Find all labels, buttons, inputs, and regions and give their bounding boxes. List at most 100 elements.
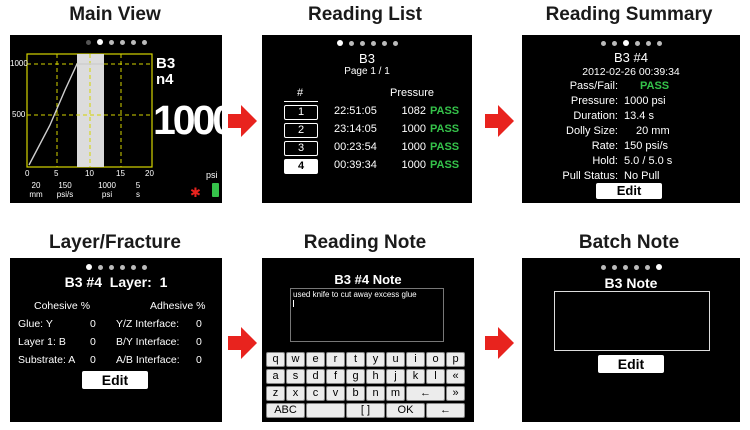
table-row[interactable]: 1 22:51:05 1082 PASS — [262, 105, 472, 121]
summary-hold: Hold:5.0 / 5.0 s — [592, 155, 673, 167]
cohesive-label: Substrate: A — [18, 354, 76, 366]
note-textarea[interactable]: used knife to cut away excess glue — [290, 288, 444, 342]
edit-button[interactable]: Edit — [596, 183, 662, 199]
key[interactable]: a — [266, 369, 285, 384]
title-main-view: Main View — [69, 4, 161, 25]
pressure-chart — [26, 53, 153, 168]
summary-heading: B3 #4 — [614, 50, 648, 65]
key[interactable]: d — [306, 369, 325, 384]
reading-time: 00:39:34 — [334, 159, 377, 171]
key[interactable]: f — [326, 369, 345, 384]
note-text: used knife to cut away excess glue — [293, 290, 417, 299]
cohesive-header: Cohesive % — [34, 300, 91, 312]
batch-note-textarea[interactable] — [554, 291, 710, 351]
key[interactable]: i — [406, 352, 425, 367]
key[interactable]: p — [446, 352, 465, 367]
y-tick-500: 500 — [12, 110, 26, 119]
y-tick-1000: 1000 — [10, 59, 28, 68]
adhesive-value[interactable]: 0 — [196, 336, 202, 348]
title-reading-summary: Reading Summary — [545, 4, 713, 25]
title-layer-fracture: Layer/Fracture — [48, 232, 181, 253]
cohesive-label: Layer 1: B — [18, 336, 66, 348]
reading-number: n4 — [156, 71, 174, 88]
reading-pressure: 1000 — [401, 141, 426, 153]
pressure-curve — [28, 63, 104, 166]
key[interactable]: ← — [406, 386, 445, 401]
adhesive-header: Adhesive % — [150, 300, 206, 312]
cohesive-label: Glue: Y — [18, 318, 53, 330]
cohesive-value[interactable]: 0 — [90, 318, 96, 330]
ok-key[interactable]: OK — [386, 403, 425, 418]
key[interactable]: h — [366, 369, 385, 384]
key[interactable]: « — [446, 369, 465, 384]
keyboard: q w e r t y u i o p a s d f g h j k l « … — [262, 352, 474, 422]
x-tick-20: 20 — [145, 169, 154, 178]
key[interactable]: w — [286, 352, 305, 367]
key[interactable]: r — [326, 352, 345, 367]
key[interactable]: y — [366, 352, 385, 367]
adhesive-label: Y/Z Interface: — [116, 318, 180, 330]
key[interactable]: q — [266, 352, 285, 367]
title-reading-list: Reading List — [307, 4, 422, 25]
batch-note-heading: B3 Note — [604, 275, 658, 291]
col-underline — [284, 101, 318, 102]
key[interactable]: g — [346, 369, 365, 384]
backspace-key[interactable]: ← — [426, 403, 465, 418]
pressure-value: 1000 — [153, 97, 222, 143]
reading-number-button[interactable]: 1 — [284, 105, 318, 120]
adhesive-value[interactable]: 0 — [196, 354, 202, 366]
key[interactable]: u — [386, 352, 405, 367]
adhesive-value[interactable]: 0 — [196, 318, 202, 330]
key[interactable]: b — [346, 386, 365, 401]
cohesive-value[interactable]: 0 — [90, 354, 96, 366]
reading-number-button[interactable]: 3 — [284, 141, 318, 156]
key[interactable]: x — [286, 386, 305, 401]
x-tick-5: 5 — [54, 169, 59, 178]
key[interactable]: m — [386, 386, 405, 401]
summary-pressure: Pressure:1000 psi — [570, 95, 666, 107]
table-row[interactable]: 3 00:23:54 1000 PASS — [262, 141, 472, 157]
key[interactable]: e — [306, 352, 325, 367]
text-cursor — [293, 300, 294, 307]
key[interactable]: z — [266, 386, 285, 401]
key[interactable]: c — [306, 386, 325, 401]
battery-icon — [212, 183, 219, 197]
list-device-id: B3 — [359, 51, 375, 66]
key[interactable]: v — [326, 386, 345, 401]
x-tick-15: 15 — [116, 169, 125, 178]
key[interactable]: n — [366, 386, 385, 401]
edit-button[interactable]: Edit — [598, 355, 664, 373]
key[interactable]: s — [286, 369, 305, 384]
reading-time: 00:23:54 — [334, 141, 377, 153]
reading-time: 22:51:05 — [334, 105, 377, 117]
reading-result: PASS — [430, 141, 460, 153]
reading-result: PASS — [430, 123, 460, 135]
key[interactable]: k — [406, 369, 425, 384]
key[interactable]: o — [426, 352, 445, 367]
edit-button[interactable]: Edit — [82, 371, 148, 389]
layer-fracture-screen: B3 #4 Layer: 1 Cohesive % Adhesive % Glu… — [10, 258, 222, 422]
key[interactable]: j — [386, 369, 405, 384]
key[interactable]: l — [426, 369, 445, 384]
reading-number-button[interactable]: 2 — [284, 123, 318, 138]
layer-heading: B3 #4 Layer: 1 — [64, 274, 168, 290]
reading-result: PASS — [430, 159, 460, 171]
batch-note-screen: B3 Note Edit — [522, 258, 740, 422]
cohesive-value[interactable]: 0 — [90, 336, 96, 348]
table-row[interactable]: 4 00:39:34 1000 PASS — [262, 159, 472, 175]
table-row[interactable]: 2 23:14:05 1000 PASS — [262, 123, 472, 139]
x-tick-0: 0 — [25, 169, 30, 178]
summary-pass-fail: Pass/Fail:PASS — [569, 80, 670, 92]
space-key[interactable] — [306, 403, 345, 418]
key[interactable]: » — [446, 386, 465, 401]
reading-number-button[interactable]: 4 — [284, 159, 318, 174]
key[interactable]: t — [346, 352, 365, 367]
bracket-key[interactable]: [ ] — [346, 403, 385, 418]
bluetooth-icon: ✱ — [190, 185, 201, 200]
abc-key[interactable]: ABC — [266, 403, 305, 418]
col-header-number: # — [297, 87, 304, 99]
